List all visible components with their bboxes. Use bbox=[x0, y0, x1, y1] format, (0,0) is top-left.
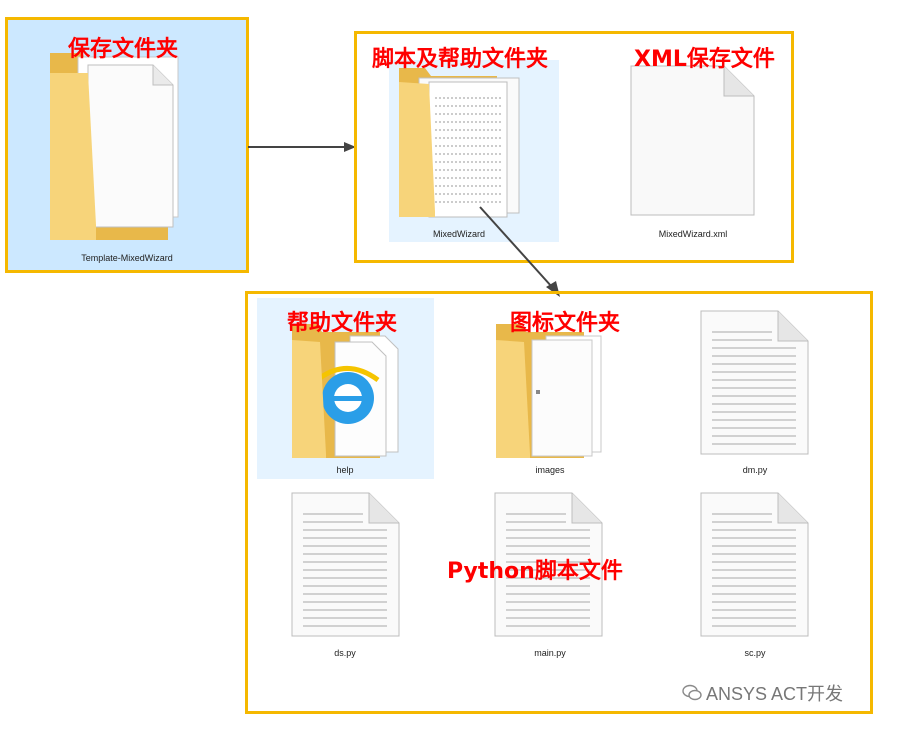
wechat-icon bbox=[682, 684, 702, 701]
help-folder-name: help bbox=[336, 465, 354, 475]
dm-py-name: dm.py bbox=[742, 465, 768, 475]
main-py-name: main.py bbox=[534, 648, 566, 658]
folder-icon bbox=[50, 53, 179, 240]
folder-icon bbox=[292, 324, 399, 458]
ds-py-name: ds.py bbox=[334, 648, 356, 658]
python-file-icon[interactable] bbox=[291, 492, 401, 638]
xml-file-icon[interactable] bbox=[630, 65, 756, 217]
save-folder-panel bbox=[5, 17, 249, 273]
icon-folder-label: 图标文件夹 bbox=[510, 311, 621, 336]
arrow-icon bbox=[479, 206, 560, 297]
python-file-icon[interactable] bbox=[700, 310, 810, 456]
contents-panel bbox=[245, 291, 873, 714]
template-folder-name: Template-MixedWizard bbox=[81, 253, 173, 263]
script-help-panel bbox=[354, 31, 794, 263]
watermark-text: ANSYS ACT开发 bbox=[706, 684, 844, 704]
python-file-icon[interactable] bbox=[700, 492, 810, 638]
help-folder-label: 帮助文件夹 bbox=[287, 311, 398, 336]
save-folder-label: 保存文件夹 bbox=[68, 37, 179, 62]
xml-save-file-label: XML保存文件 bbox=[634, 47, 775, 72]
python-script-files-label: Python脚本文件 bbox=[447, 559, 623, 584]
folder-icon bbox=[399, 68, 520, 218]
xml-file-name: MixedWizard.xml bbox=[658, 229, 728, 239]
arrow-icon bbox=[248, 142, 356, 152]
images-folder-name: images bbox=[535, 465, 565, 475]
python-file-icon[interactable] bbox=[494, 492, 604, 638]
mixedwizard-folder-name: MixedWizard bbox=[432, 229, 485, 239]
sc-py-name: sc.py bbox=[744, 648, 766, 658]
script-help-folder-label: 脚本及帮助文件夹 bbox=[372, 47, 549, 72]
folder-icon[interactable] bbox=[494, 318, 609, 463]
watermark: ANSYS ACT开发 bbox=[682, 680, 843, 706]
